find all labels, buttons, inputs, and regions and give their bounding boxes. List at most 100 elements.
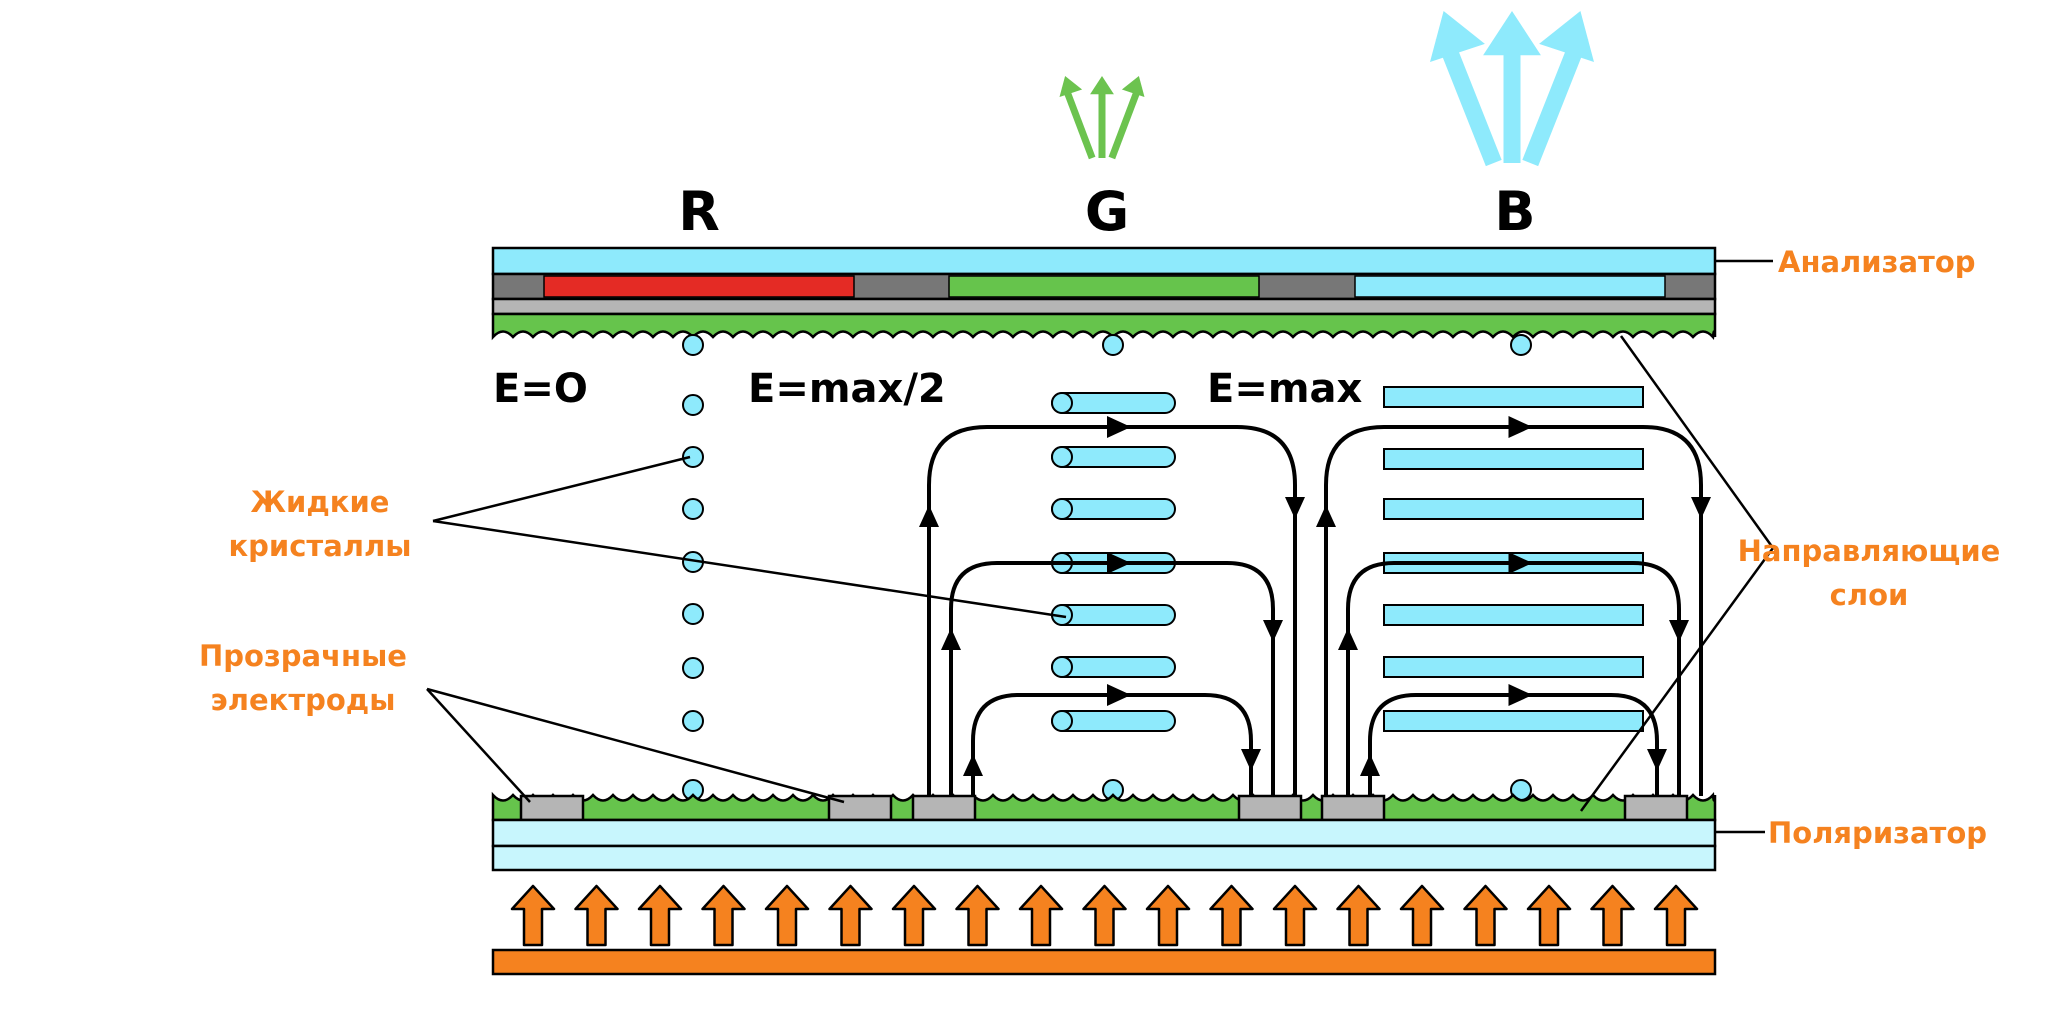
field-line-arrow-icon (1647, 749, 1667, 771)
field-line-arrow-icon (1107, 416, 1131, 438)
field-line-arrow-icon (1316, 505, 1336, 527)
up-arrow-icon (955, 884, 1000, 947)
up-arrow-icon (828, 884, 873, 947)
up-arrow-icon (1399, 884, 1445, 947)
electrodes-pointer-1 (426, 688, 531, 803)
up-arrow-icon (1463, 884, 1508, 947)
up-arrow-icon (1018, 884, 1064, 947)
up-arrow-icon (701, 884, 746, 947)
top-stack (491, 246, 1717, 341)
field-line-arrow-icon (1508, 416, 1533, 438)
liquid-crystal-molecule (1383, 710, 1644, 732)
field-line-arrow-icon (941, 628, 961, 650)
field-line (949, 561, 1275, 796)
backlight-arrows (510, 884, 1699, 947)
backlight-source (491, 948, 1717, 976)
emitted-light (1059, 11, 1594, 167)
label-analyzer: Анализатор (1778, 245, 1976, 279)
liquid-crystal-end (1051, 656, 1073, 678)
crystals-red-pixel (682, 334, 704, 801)
label-electrodes-line1: Прозрачные (199, 639, 407, 673)
pixel-label-g: G (1085, 180, 1129, 243)
light-ray (1061, 85, 1096, 160)
liquid-crystal-molecule (682, 446, 704, 468)
liquid-crystal-molecule (682, 498, 704, 520)
green-filter (948, 275, 1260, 298)
up-arrow-icon (510, 884, 556, 947)
label-alignment-line2: слои (1830, 578, 1909, 612)
liquid-crystal-molecule (682, 394, 704, 416)
transparent-electrode (1623, 794, 1689, 822)
transparent-electrode (1237, 794, 1303, 822)
liquid-crystal-molecule (1383, 498, 1644, 520)
top-electrode (491, 297, 1717, 316)
label-electrodes-line2: электроды (211, 683, 396, 717)
label-polarizer: Поляризатор (1768, 816, 1987, 850)
liquid-crystal-molecule (1383, 448, 1644, 470)
liquid-crystal-molecule (682, 334, 704, 356)
up-arrow-icon (1145, 884, 1191, 947)
field-label-half: E=max/2 (748, 366, 946, 412)
crystals-pointer-1 (432, 455, 691, 523)
field-line-arrow-icon (1107, 684, 1131, 706)
up-arrow-icon (1082, 884, 1127, 947)
field-line-arrow-icon (1263, 620, 1283, 642)
up-arrow-icon (1059, 76, 1083, 98)
up-arrow-icon (1272, 884, 1318, 947)
alignment-pointer-1 (1619, 335, 1775, 549)
liquid-crystal-end (1051, 498, 1073, 520)
up-arrow-icon (891, 884, 937, 947)
callout-lines (426, 259, 1775, 834)
liquid-crystal-molecule (1383, 656, 1644, 678)
top-alignment-layer (491, 312, 1717, 341)
polarizer-layer (491, 818, 1717, 848)
electrodes-pointer-2 (426, 687, 845, 804)
field-lines (919, 416, 1711, 796)
up-arrow-icon (1336, 884, 1381, 947)
field-label-zero: E=O (493, 366, 588, 412)
crystals-pointer-2 (432, 519, 1067, 619)
liquid-crystal-molecule (1510, 334, 1532, 356)
field-label-max: E=max (1207, 366, 1363, 412)
bottom-alignment-layer (491, 791, 1717, 822)
up-arrow-icon (1121, 76, 1145, 98)
label-liquid-crystals-line2: кристаллы (228, 529, 411, 563)
liquid-crystal-end (1051, 392, 1073, 414)
red-filter (543, 275, 855, 298)
light-ray (1522, 33, 1589, 167)
label-alignment-line1: Направляющие (1738, 534, 2001, 568)
liquid-crystal-molecule (682, 603, 704, 625)
pixel-label-b: B (1494, 180, 1535, 243)
pixel-label-r: R (678, 180, 720, 243)
polarizer-glass (491, 844, 1717, 872)
up-arrow-icon (1209, 884, 1254, 947)
analyzer-layer (491, 246, 1717, 276)
field-line-arrow-icon (1107, 552, 1131, 574)
up-arrow-icon (1430, 11, 1485, 63)
light-ray (1108, 85, 1143, 160)
up-arrow-icon (764, 884, 810, 947)
field-line-arrow-icon (1691, 497, 1711, 519)
liquid-crystal-molecule (1383, 604, 1644, 626)
field-line-arrow-icon (1285, 497, 1305, 519)
field-line-arrow-icon (919, 505, 939, 527)
transparent-electrode (1320, 794, 1386, 822)
up-arrow-icon (1526, 884, 1572, 947)
field-line-arrow-icon (1508, 552, 1533, 574)
alignment-pointer-2 (1579, 547, 1775, 812)
up-arrow-icon (1653, 884, 1699, 947)
bottom-electrodes (519, 794, 1689, 822)
up-arrow-icon (574, 884, 619, 947)
up-arrow-icon (1090, 76, 1114, 95)
up-arrow-icon (1539, 11, 1594, 63)
liquid-crystal-end (1051, 710, 1073, 732)
liquid-crystal-molecule (682, 710, 704, 732)
bottom-stack (491, 791, 1717, 872)
field-line-arrow-icon (963, 754, 983, 776)
field-line-arrow-icon (1241, 749, 1261, 771)
up-arrow-icon (637, 884, 683, 947)
field-line-arrow-icon (1669, 620, 1689, 642)
liquid-crystal-molecule (1102, 334, 1124, 356)
